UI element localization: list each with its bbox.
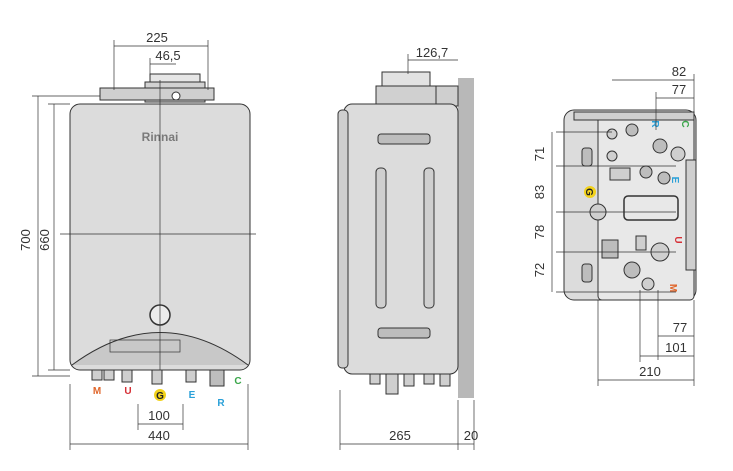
dim-front-660: 660 (37, 229, 52, 251)
rear-label-c: C (679, 120, 690, 127)
front-top-bracket (99, 87, 215, 101)
dim-rear-71: 71 (532, 147, 547, 161)
dim-front-700: 700 (18, 229, 33, 251)
dim-rear-101: 101 (665, 340, 687, 355)
rear-bracket-top (581, 147, 593, 167)
rear-label-e: E (669, 177, 680, 184)
side-wall (458, 78, 474, 398)
side-bottom-fittings (369, 373, 451, 395)
side-handle-top (377, 133, 431, 145)
dim-front-440: 440 (148, 428, 170, 443)
dim-rear-77-bottom: 77 (673, 320, 687, 335)
rear-label-u: U (672, 236, 683, 243)
dim-side-265: 265 (389, 428, 411, 443)
side-view: 126,7 265 20 (337, 45, 478, 450)
rear-bracket-bottom (581, 263, 593, 283)
dim-rear-210: 210 (639, 364, 661, 379)
rear-top-lip (573, 111, 695, 121)
rear-label-m: M (667, 284, 678, 292)
rear-side-strip (685, 159, 697, 271)
dim-rear-78: 78 (532, 225, 547, 239)
front-label-g: G (156, 391, 164, 402)
rear-view: R C E G U M 82 77 71 83 78 72 77 101 210 (532, 64, 697, 386)
rear-label-g-marker (584, 186, 596, 198)
side-handle-bottom (377, 327, 431, 339)
side-front-edge (337, 109, 349, 369)
rear-components (589, 123, 686, 291)
front-label-e: E (189, 390, 196, 401)
rear-body-inner (597, 113, 695, 301)
dim-front-46-5: 46,5 (155, 48, 180, 63)
side-groove-left (375, 167, 387, 309)
dim-front-225: 225 (146, 30, 168, 45)
rear-label-r: R (649, 120, 660, 128)
front-label-m: M (93, 386, 101, 397)
dim-side-20: 20 (464, 428, 478, 443)
front-label-c: C (234, 376, 241, 387)
front-bottom-pipes (91, 369, 225, 387)
dim-rear-72: 72 (532, 263, 547, 277)
dim-side-126-7: 126,7 (416, 45, 449, 60)
rear-label-g: G (583, 188, 594, 196)
dim-rear-82: 82 (672, 64, 686, 79)
front-label-u: U (124, 386, 131, 397)
front-view: Rinnai M U G E R C 225 46,5 (18, 30, 256, 450)
side-wall-bracket (435, 85, 459, 107)
front-display (109, 339, 181, 353)
front-label-r: R (217, 398, 225, 409)
front-flue-hole (171, 91, 181, 101)
dim-rear-83: 83 (532, 185, 547, 199)
dim-front-100: 100 (148, 408, 170, 423)
side-groove-right (423, 167, 435, 309)
front-label-g-marker (154, 389, 166, 401)
side-flue-base (375, 85, 437, 107)
dim-rear-77-top: 77 (672, 82, 686, 97)
